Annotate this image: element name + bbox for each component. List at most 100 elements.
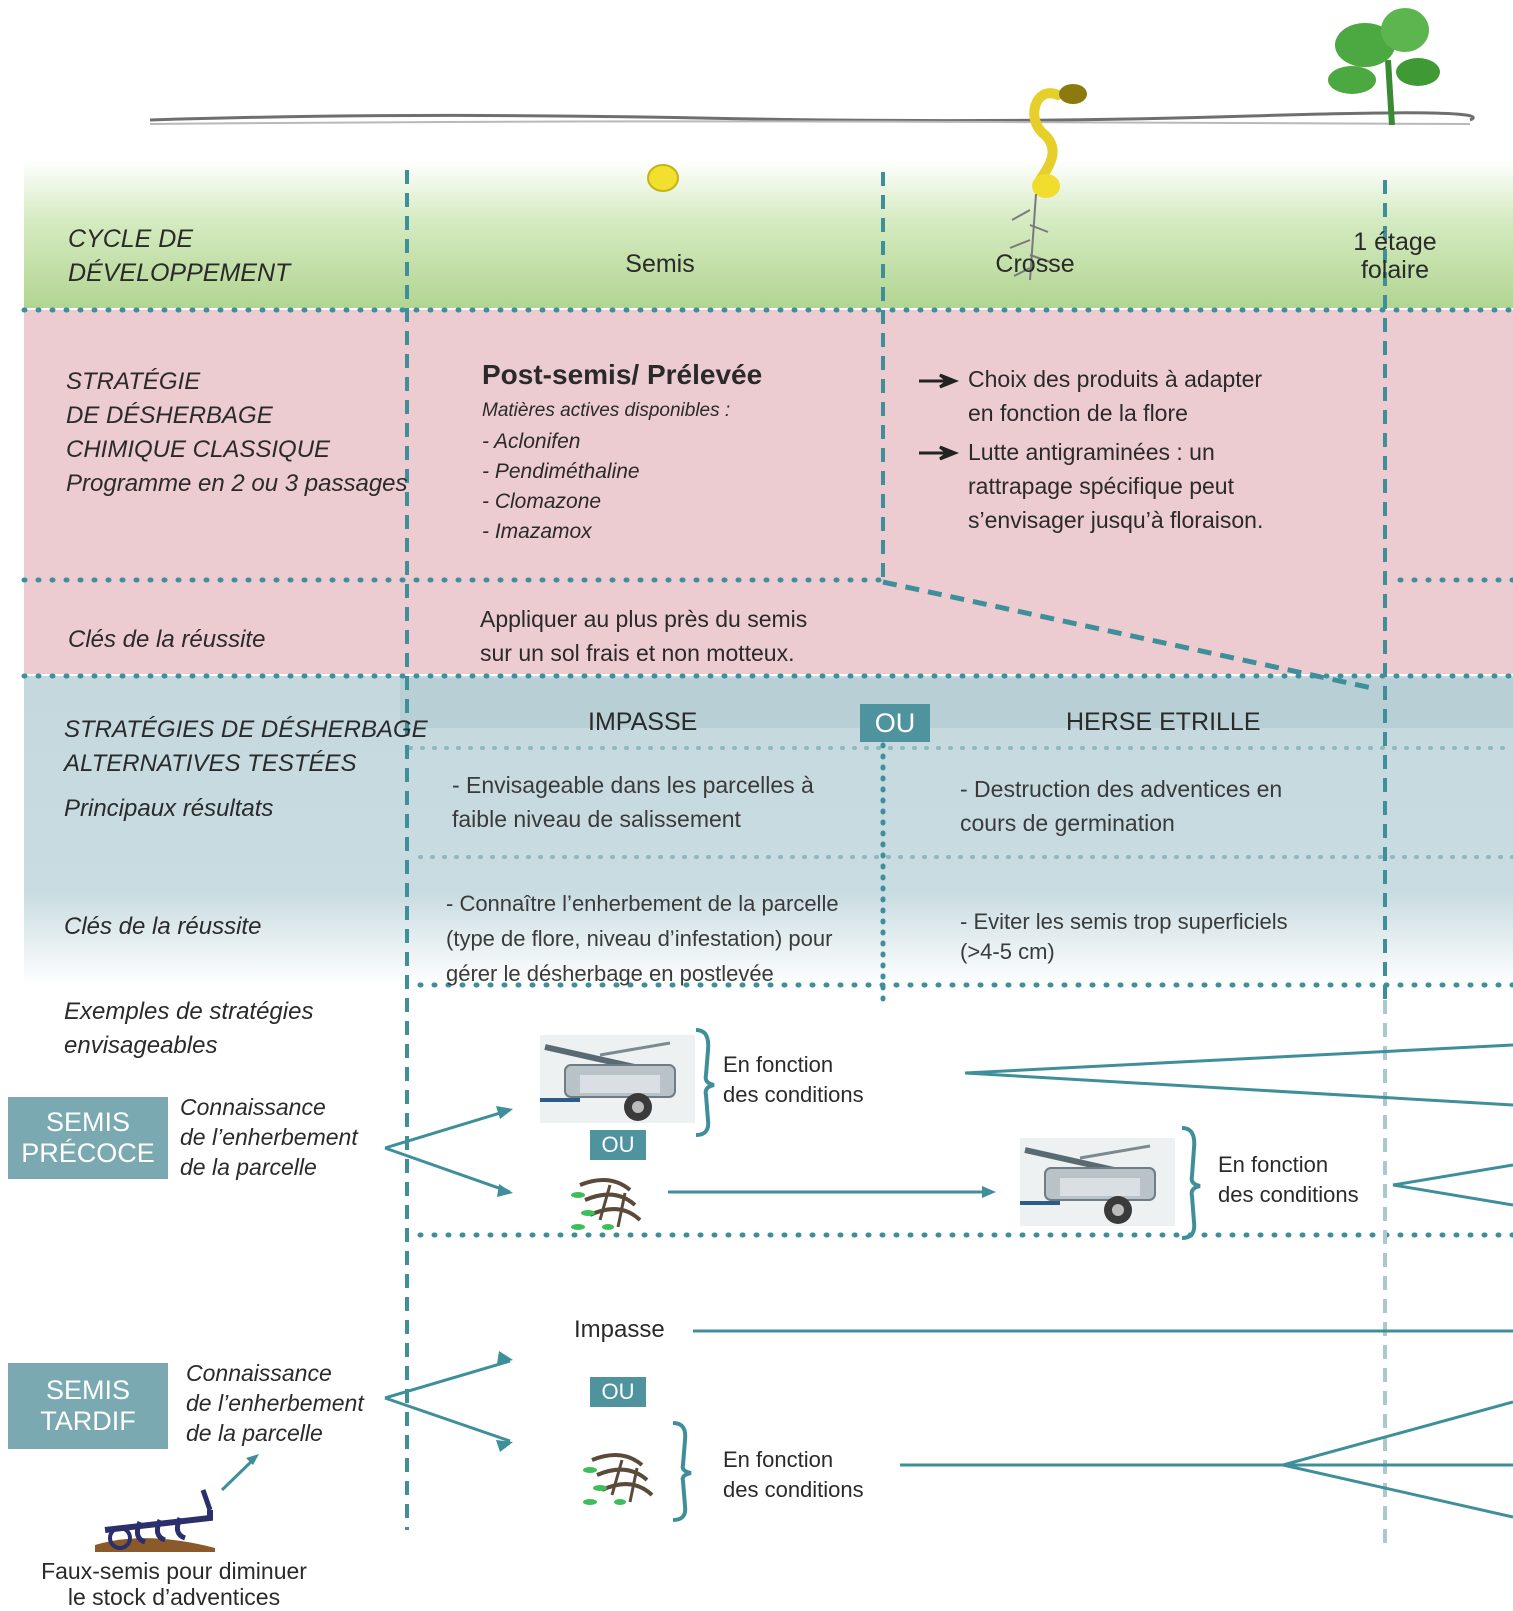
knowledge-line: de l’enherbement — [186, 1390, 364, 1416]
active-ingredient: - Pendiméthaline — [482, 460, 640, 483]
sprayer-icon — [1020, 1138, 1175, 1226]
stage-semis: Semis — [625, 250, 695, 278]
active-ingredient: - Clomazone — [482, 490, 602, 513]
results-label: Principaux résultats — [64, 795, 274, 822]
box-line: SEMIS — [45, 1107, 131, 1137]
knowledge-line: de la parcelle — [186, 1420, 323, 1446]
faux-semis-caption: Faux-semis pour diminuer le stock d’adve… — [14, 1558, 334, 1610]
early-condition-1: En fonction des conditions — [723, 1050, 864, 1110]
box-line: TARDIF — [40, 1406, 136, 1436]
cycle-label: CYCLE DE DÉVELOPPEMENT — [68, 222, 290, 290]
key-line: Appliquer au plus près du semis — [480, 606, 808, 632]
plow-icon — [95, 1489, 215, 1552]
semis-tardif-box: SEMIS TARDIF — [8, 1363, 168, 1449]
result-line: - Destruction des adventices en — [960, 776, 1283, 802]
late-flow — [220, 1329, 1513, 1519]
caption-line: le stock d’adventices — [67, 1584, 281, 1610]
seed-icon — [647, 164, 679, 192]
stage-dividers — [405, 170, 1387, 1530]
examples-label-line: Exemples de stratégies — [64, 998, 314, 1025]
ou-badge: OU — [860, 704, 930, 742]
cond-line: des conditions — [1218, 1182, 1359, 1207]
key-line: (>4-5 cm) — [960, 939, 1055, 964]
chemical-program: Post-semis/ Prélevée Matières actives di… — [482, 357, 762, 547]
alt-label-line: STRATÉGIES DE DÉSHERBAGE — [64, 716, 428, 743]
stage-1-etage-folaire: 1 étage folaire — [1353, 228, 1437, 284]
impasse-keys: - Connaître l’enherbement de la parcelle… — [446, 886, 839, 991]
chemical-note-1: Choix des produits à adapter en fonction… — [968, 362, 1262, 430]
harrow-icon — [583, 1453, 654, 1505]
arrow-icon — [919, 373, 960, 461]
key-line: - Connaître l’enherbement de la parcelle — [446, 891, 839, 916]
examples-label-line: envisageables — [64, 1032, 218, 1059]
early-knowledge: Connaissance de l’enherbement de la parc… — [180, 1092, 358, 1182]
chemical-note-2: Lutte antigraminées : un rattrapage spéc… — [968, 435, 1263, 537]
box-line: PRÉCOCE — [21, 1138, 155, 1168]
sprayer-icon — [540, 1035, 695, 1123]
late-knowledge: Connaissance de l’enherbement de la parc… — [186, 1358, 364, 1448]
box-line: SEMIS — [45, 1375, 131, 1405]
chemical-title: Post-semis/ Prélevée — [482, 359, 763, 390]
early-flow — [384, 1043, 1513, 1207]
brace-3 — [672, 1421, 692, 1522]
late-impasse: Impasse — [574, 1316, 665, 1343]
key-line: gérer le désherbage en postlevée — [446, 961, 774, 986]
cycle-label-text: CYCLE DE DÉVELOPPEMENT — [68, 225, 291, 287]
semis-precoce-box: SEMIS PRÉCOCE — [8, 1097, 168, 1179]
cycle-band — [24, 160, 1513, 308]
key-line: - Eviter les semis trop superficiels — [960, 909, 1288, 934]
impasse-header: IMPASSE — [588, 708, 698, 736]
alternatives-label: STRATÉGIES DE DÉSHERBAGE ALTERNATIVES TE… — [64, 713, 428, 781]
early-condition-2: En fonction des conditions — [1218, 1150, 1359, 1210]
plant-icon — [1328, 8, 1440, 126]
note-line: Lutte antigraminées : un — [968, 439, 1215, 465]
brace-1 — [695, 1028, 715, 1137]
alt-keys-label: Clés de la réussite — [64, 913, 262, 940]
result-line: faible niveau de salissement — [452, 806, 741, 832]
active-ingredient: - Imazamox — [482, 520, 592, 543]
alt-label-line: ALTERNATIVES TESTÉES — [64, 750, 357, 777]
note-line: s’envisager jusqu’à floraison. — [968, 507, 1264, 533]
examples-label: Exemples de stratégies envisageables — [64, 995, 313, 1063]
chemical-label-line: CHIMIQUE CLASSIQUE — [66, 436, 331, 463]
chemical-subtitle: Matières actives disponibles : — [482, 400, 731, 421]
late-ou-badge: OU — [590, 1377, 646, 1407]
caption-line: Faux-semis pour diminuer — [41, 1558, 307, 1584]
active-ingredient: - Aclonifen — [482, 430, 581, 453]
note-line: rattrapage spécifique peut — [968, 473, 1234, 499]
impasse-result: - Envisageable dans les parcelles à faib… — [452, 768, 814, 836]
cond-line: des conditions — [723, 1477, 864, 1502]
result-line: - Envisageable dans les parcelles à — [452, 772, 814, 798]
separators — [21, 307, 1513, 1238]
note-line: Choix des produits à adapter — [968, 366, 1263, 392]
seedling-icon — [1009, 84, 1087, 281]
chemical-label-line: STRATÉGIE — [66, 368, 201, 395]
knowledge-line: Connaissance — [180, 1094, 326, 1120]
early-ou-badge: OU — [590, 1130, 646, 1160]
chem-keys-text: Appliquer au plus près du semis sur un s… — [480, 602, 807, 670]
cond-line: des conditions — [723, 1082, 864, 1107]
knowledge-line: Connaissance — [186, 1360, 332, 1386]
herse-keys: - Eviter les semis trop superficiels (>4… — [960, 907, 1288, 967]
stage-crosse: Crosse — [995, 250, 1075, 278]
impasse-header-band — [400, 678, 1513, 728]
key-line: sur un sol frais et non motteux. — [480, 640, 795, 666]
chemical-label-line: Programme en 2 ou 3 passages — [66, 470, 408, 497]
note-line: en fonction de la flore — [968, 400, 1188, 426]
key-line: (type de flore, niveau d’infestation) po… — [446, 926, 833, 951]
cond-line: En fonction — [1218, 1152, 1329, 1177]
cond-line: En fonction — [723, 1447, 834, 1472]
soil-line — [149, 111, 1475, 123]
knowledge-line: de l’enherbement — [180, 1124, 358, 1150]
cond-line: En fonction — [723, 1052, 834, 1077]
knowledge-line: de la parcelle — [180, 1154, 317, 1180]
herse-result: - Destruction des adventices en cours de… — [960, 772, 1282, 840]
chemical-band — [24, 310, 1513, 674]
late-condition: En fonction des conditions — [723, 1445, 864, 1505]
chemical-label: STRATÉGIE DE DÉSHERBAGE CHIMIQUE CLASSIQ… — [66, 365, 408, 501]
chemical-label-line: DE DÉSHERBAGE — [66, 402, 273, 429]
brace-2 — [1181, 1126, 1201, 1240]
harrow-icon — [571, 1178, 642, 1230]
chem-keys-label: Clés de la réussite — [68, 626, 266, 653]
